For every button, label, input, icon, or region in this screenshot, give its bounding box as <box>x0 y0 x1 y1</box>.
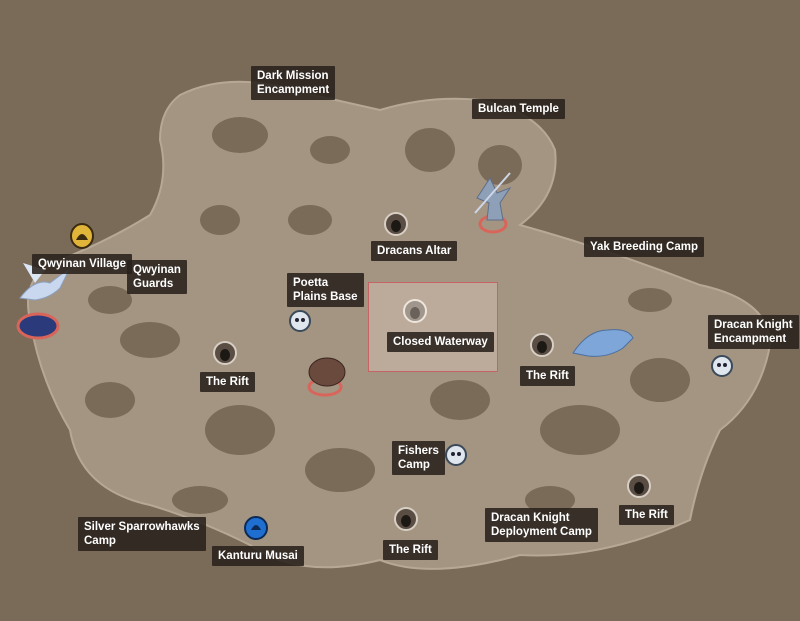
label-yak-breeding-camp[interactable]: Yak Breeding Camp <box>584 237 705 257</box>
label-dracans-altar[interactable]: Dracans Altar <box>371 241 458 261</box>
skull-camp-icon[interactable] <box>288 309 312 335</box>
label-dracan-knight-deployment-camp[interactable]: Dracan Knight Deployment Camp <box>485 508 598 542</box>
label-fishers-camp[interactable]: Fishers Camp <box>392 441 445 475</box>
cave-icon[interactable] <box>393 506 419 532</box>
cave-icon[interactable] <box>529 332 555 358</box>
label-the-rift-east[interactable]: The Rift <box>619 505 674 525</box>
warrior-boss-icon[interactable] <box>465 168 520 223</box>
beast-boss-icon[interactable] <box>568 318 638 363</box>
skull-camp-icon[interactable] <box>710 354 734 380</box>
label-the-rift-west[interactable]: The Rift <box>200 372 255 392</box>
label-poetta-plains-base[interactable]: Poetta Plains Base <box>287 273 364 307</box>
label-dracan-knight-encampment[interactable]: Dracan Knight Encampment <box>708 315 799 349</box>
label-kanturu-musai[interactable]: Kanturu Musai <box>212 546 304 566</box>
label-the-rift-south[interactable]: The Rift <box>383 540 438 560</box>
label-dark-mission-encampment[interactable]: Dark Mission Encampment <box>251 66 336 100</box>
closed-waterway-area[interactable] <box>368 282 498 372</box>
label-the-rift-center[interactable]: The Rift <box>520 366 575 386</box>
label-qwyinan-village[interactable]: Qwyinan Village <box>32 254 132 274</box>
label-qwyinan-guards[interactable]: Qwyinan Guards <box>127 260 187 294</box>
cave-icon[interactable] <box>402 298 428 324</box>
cave-icon[interactable] <box>383 211 409 237</box>
skull-camp-icon[interactable] <box>444 443 468 469</box>
red-beast-icon[interactable] <box>305 352 350 392</box>
label-silver-sparrowhawks-camp[interactable]: Silver Sparrowhawks Camp <box>78 517 206 551</box>
blue-musai-icon[interactable] <box>243 514 269 542</box>
label-closed-waterway[interactable]: Closed Waterway <box>387 332 494 352</box>
cave-icon[interactable] <box>212 340 238 366</box>
cave-icon[interactable] <box>626 473 652 499</box>
label-bulcan-temple[interactable]: Bulcan Temple <box>472 99 565 119</box>
gold-village-icon[interactable] <box>69 222 95 250</box>
